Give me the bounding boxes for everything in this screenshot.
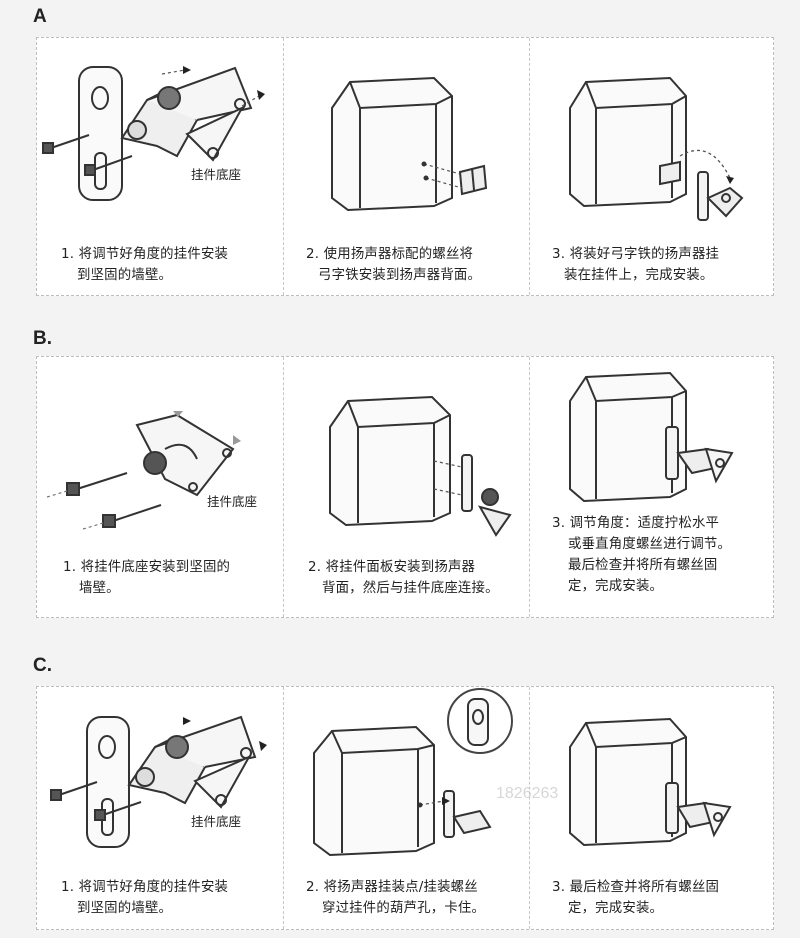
- caption-line: 背面，然后与挂件底座连接。: [308, 578, 499, 599]
- caption-line: 定，完成安装。: [552, 576, 731, 597]
- part-label: 挂件底座: [191, 164, 241, 183]
- caption-line: 装在挂件上，完成安装。: [552, 265, 719, 286]
- step-caption: 2. 将挂件面板安装到扬声器 背面，然后与挂件底座连接。: [308, 557, 499, 599]
- step-caption: 2. 使用扬声器标配的螺丝将 弓字铁安装到扬声器背面。: [306, 244, 481, 286]
- section-a-step-2: 2. 使用扬声器标配的螺丝将 弓字铁安装到扬声器背面。: [283, 38, 529, 295]
- section-c-step-2: 1826263 2. 将扬声器挂装点/挂装螺丝 穿过挂件的葫芦孔，卡住。: [283, 687, 529, 929]
- keyhole-mount-illustration: [284, 687, 530, 867]
- step-caption: 3. 将装好弓字铁的扬声器挂 装在挂件上，完成安装。: [552, 244, 719, 286]
- section-a-step-3: 3. 将装好弓字铁的扬声器挂 装在挂件上，完成安装。: [529, 38, 775, 295]
- wall-bracket-illustration: [37, 687, 283, 867]
- part-label: 挂件底座: [191, 811, 241, 830]
- section-a-step-1: 挂件底座 1. 将调节好角度的挂件安装 到坚固的墙壁。: [37, 38, 283, 295]
- caption-line: 3. 最后检查并将所有螺丝固: [552, 877, 719, 898]
- step-caption: 1. 将调节好角度的挂件安装 到坚固的墙壁。: [61, 244, 228, 286]
- caption-line: 到坚固的墙壁。: [61, 265, 228, 286]
- caption-line: 2. 将挂件面板安装到扬声器: [308, 557, 499, 578]
- section-c-step-3: 3. 最后检查并将所有螺丝固 定，完成安装。: [529, 687, 775, 929]
- caption-line: 墙壁。: [63, 578, 230, 599]
- section-b-step-1: 挂件底座 1. 将挂件底座安装到坚固的 墙壁。: [37, 357, 283, 617]
- speaker-plate-illustration: [284, 357, 530, 547]
- speaker-mounted-illustration: [530, 38, 776, 228]
- caption-line: 到坚固的墙壁。: [61, 898, 228, 919]
- caption-line: 2. 使用扬声器标配的螺丝将: [306, 244, 481, 265]
- caption-line: 2. 将扬声器挂装点/挂装螺丝: [306, 877, 485, 898]
- bracket-base-illustration: [37, 357, 283, 547]
- section-b-label: B.: [33, 328, 52, 350]
- angle-adjust-illustration: [530, 357, 776, 527]
- caption-line: 或垂直角度螺丝进行调节。: [552, 534, 731, 555]
- section-b-box: 挂件底座 1. 将挂件底座安装到坚固的 墙壁。 2. 将挂件面板安装到扬声器: [36, 356, 774, 618]
- step-caption: 1. 将调节好角度的挂件安装 到坚固的墙壁。: [61, 877, 228, 919]
- caption-line: 穿过挂件的葫芦孔，卡住。: [306, 898, 485, 919]
- final-check-illustration: [530, 687, 776, 867]
- caption-line: 1. 将调节好角度的挂件安装: [61, 244, 228, 265]
- section-c-step-1: 挂件底座 1. 将调节好角度的挂件安装 到坚固的墙壁。: [37, 687, 283, 929]
- section-a-label: A: [33, 6, 47, 28]
- caption-line: 定，完成安装。: [552, 898, 719, 919]
- wall-bracket-illustration: [37, 38, 283, 228]
- caption-line: 3. 将装好弓字铁的扬声器挂: [552, 244, 719, 265]
- part-label: 挂件底座: [207, 491, 257, 510]
- step-caption: 1. 将挂件底座安装到坚固的 墙壁。: [63, 557, 230, 599]
- section-c-box: 挂件底座 1. 将调节好角度的挂件安装 到坚固的墙壁。 1826263: [36, 686, 774, 930]
- section-b-step-2: 2. 将挂件面板安装到扬声器 背面，然后与挂件底座连接。: [283, 357, 529, 617]
- step-caption: 3. 最后检查并将所有螺丝固 定，完成安装。: [552, 877, 719, 919]
- caption-line: 3. 调节角度：适度拧松水平: [552, 513, 731, 534]
- section-a-box: 挂件底座 1. 将调节好角度的挂件安装 到坚固的墙壁。 2. 使用扬: [36, 37, 774, 296]
- caption-line: 最后检查并将所有螺丝固: [552, 555, 731, 576]
- step-caption: 3. 调节角度：适度拧松水平 或垂直角度螺丝进行调节。 最后检查并将所有螺丝固 …: [552, 513, 731, 597]
- caption-line: 1. 将挂件底座安装到坚固的: [63, 557, 230, 578]
- caption-line: 弓字铁安装到扬声器背面。: [306, 265, 481, 286]
- section-c-label: C.: [33, 655, 52, 677]
- section-b-step-3: 3. 调节角度：适度拧松水平 或垂直角度螺丝进行调节。 最后检查并将所有螺丝固 …: [529, 357, 775, 617]
- speaker-back-illustration: [284, 38, 530, 228]
- step-caption: 2. 将扬声器挂装点/挂装螺丝 穿过挂件的葫芦孔，卡住。: [306, 877, 485, 919]
- caption-line: 1. 将调节好角度的挂件安装: [61, 877, 228, 898]
